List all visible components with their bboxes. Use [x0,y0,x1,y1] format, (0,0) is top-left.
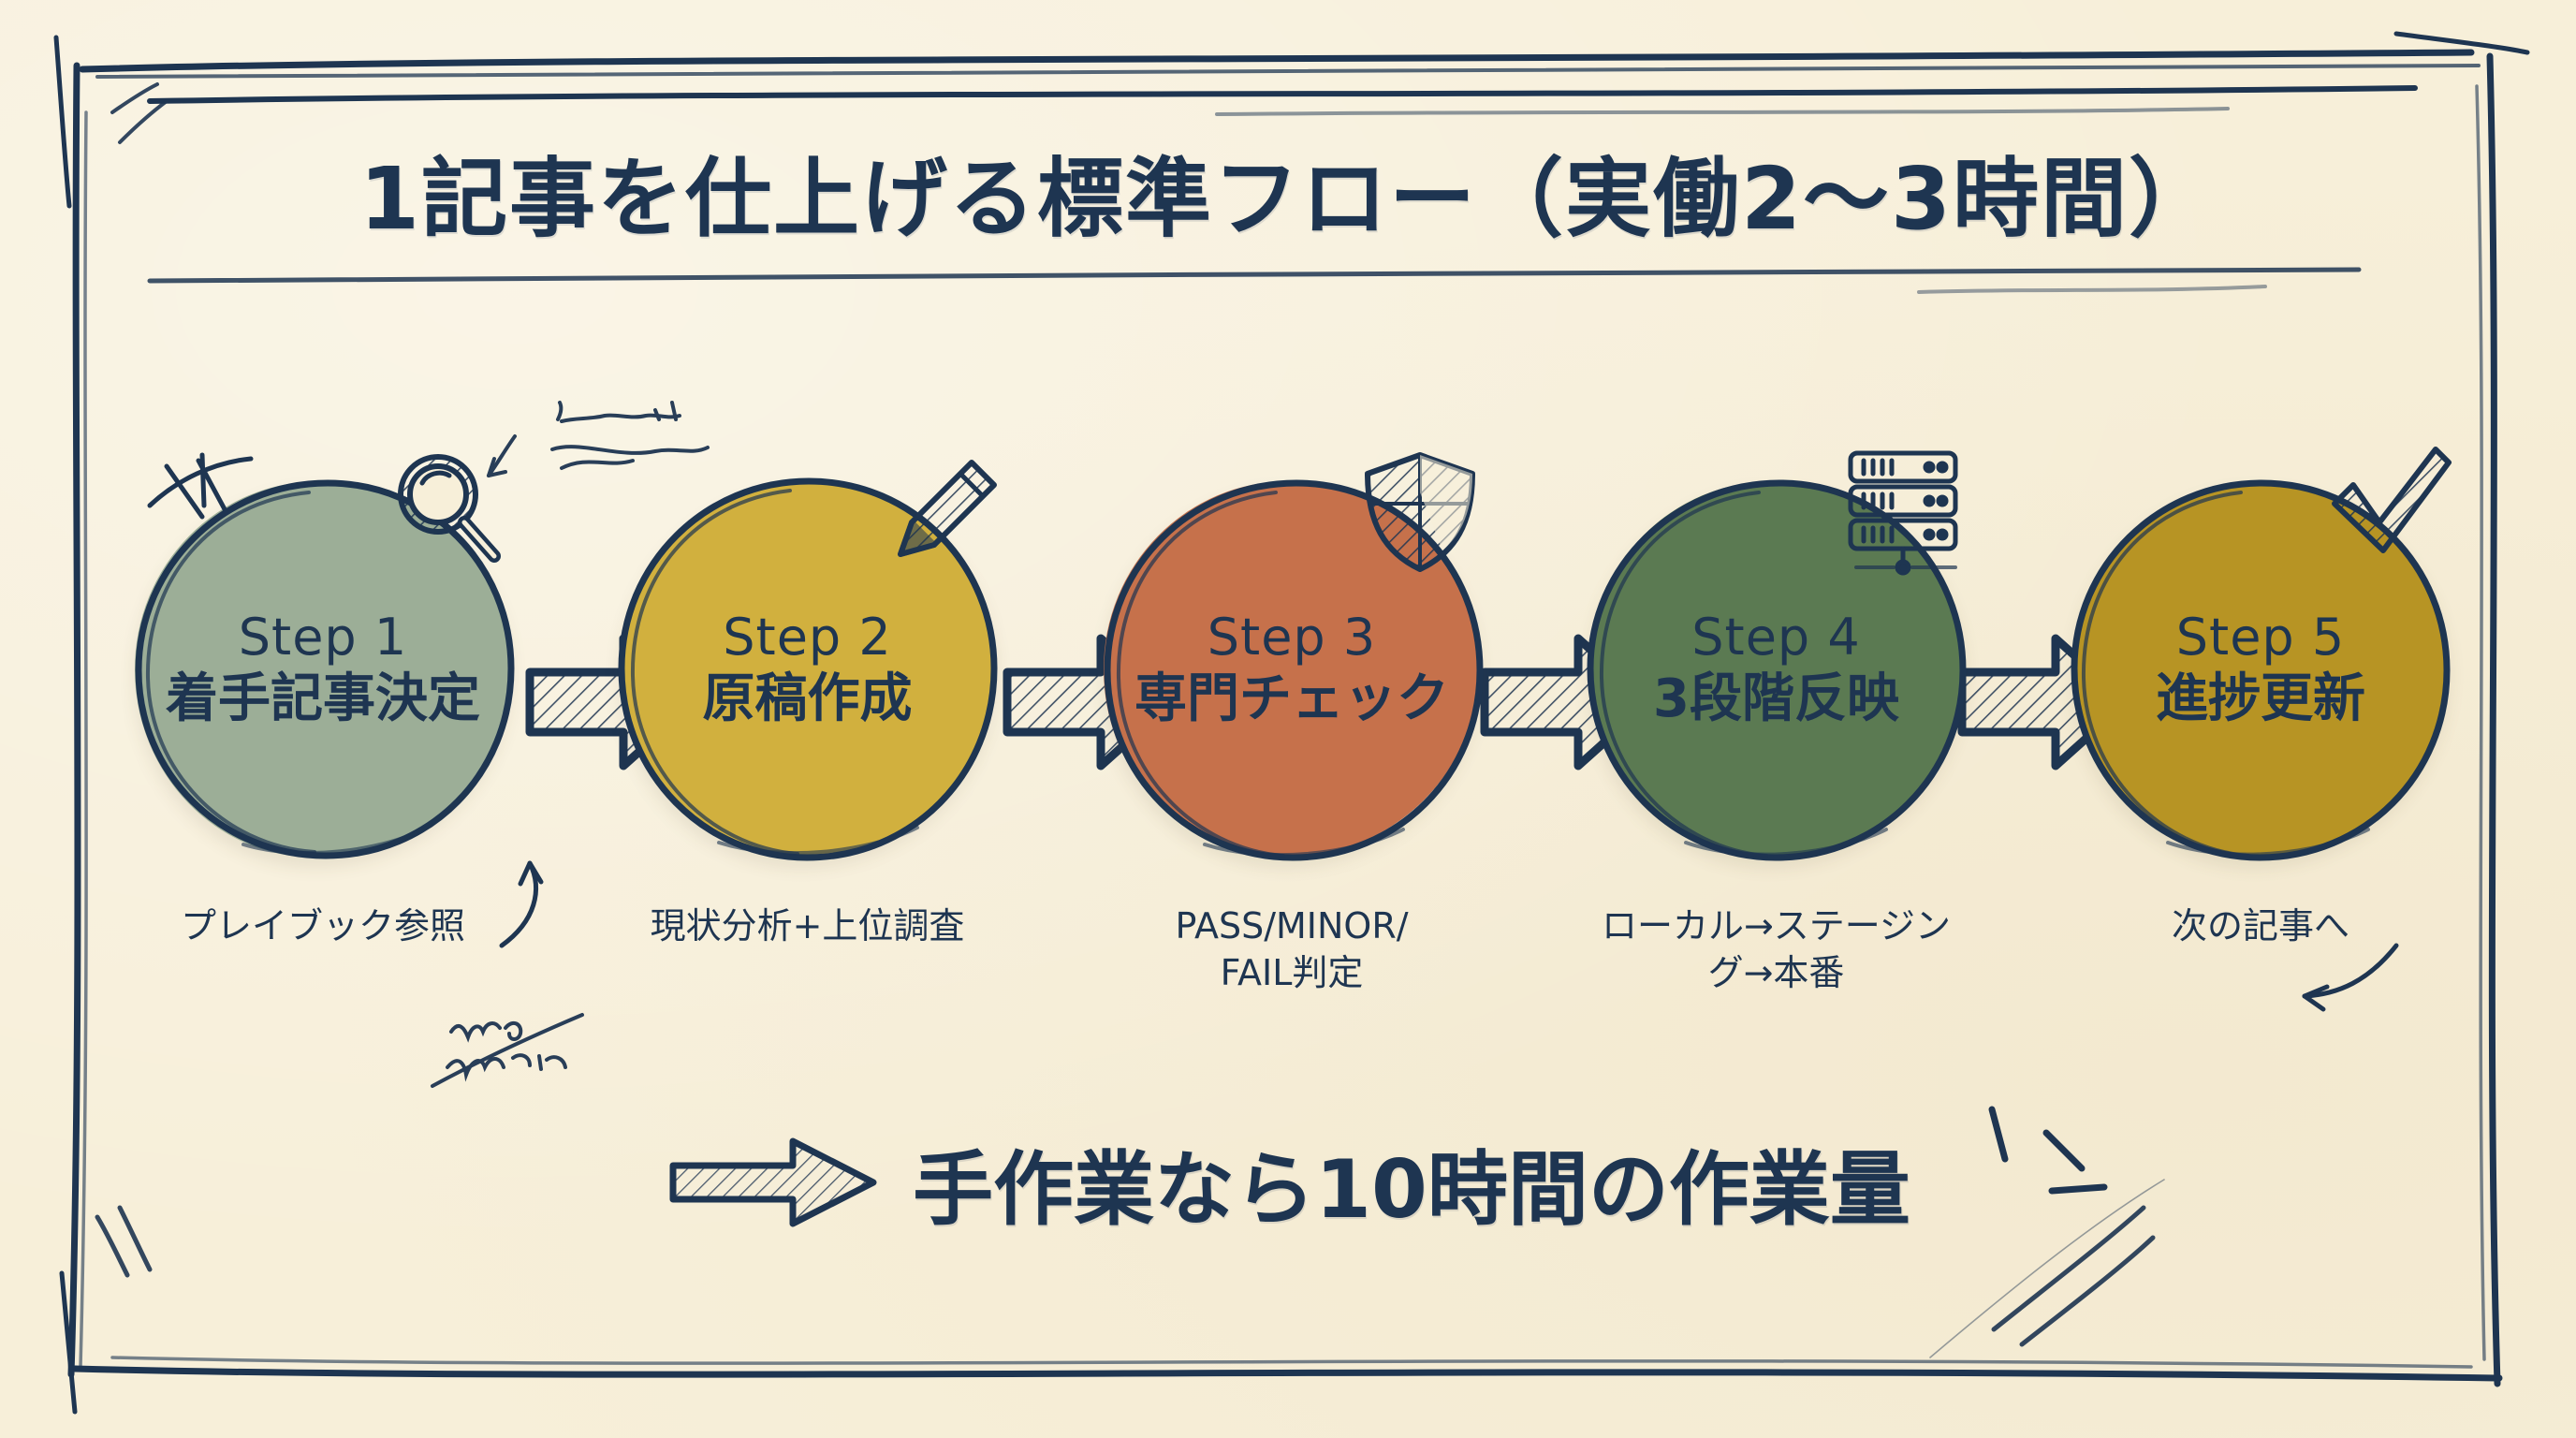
step-name-1: 着手記事決定 [166,668,480,729]
right-arrow-icon [669,1137,877,1226]
step-name-5: 進捗更新 [2156,668,2365,729]
footer-text: 手作業なら10時間の作業量 [913,1143,1910,1237]
step-name-4: 3段階反映 [1653,668,1899,729]
magnifier-icon [398,454,501,563]
step-number-4: Step 4 [1691,607,1861,667]
bubble-outline-2 [617,477,998,861]
step-number-1: Step 1 [238,607,408,667]
bubble-label-5: Step 5 進捗更新 [2059,468,2462,871]
step-card-4[interactable]: Step 4 3段階反映 [1557,450,1997,996]
step-bubble-5[interactable]: Step 5 進捗更新 [2059,447,2462,871]
step-number-2: Step 2 [723,607,892,667]
steps-row: Step 1 着手記事決定 プレイブック参照 [103,447,2481,1123]
pencil-icon [897,460,997,557]
step-card-2[interactable]: Step 2 原稿作成 現状分析+上位調査 [588,460,1028,949]
shield-icon [1365,452,1475,572]
bubble-label-2: Step 2 原稿作成 [607,468,1009,871]
bubble-outline-5 [2071,479,2451,861]
bubble-outline-1 [135,479,515,859]
step-card-3[interactable]: Step 3 専門チェック PASS/MINOR/ FAIL判定 [1072,452,1512,996]
step-name-2: 原稿作成 [702,668,913,729]
step-bubble-3[interactable]: Step 3 専門チェック [1090,452,1493,871]
bubble-label-1: Step 1 着手記事決定 [122,468,524,871]
step-name-3: 専門チェック [1134,668,1449,729]
footer-note: 手作業なら10時間の作業量 [0,1123,2576,1240]
step-bubble-2[interactable]: Step 2 原稿作成 [607,460,1009,871]
checkmark-icon [2332,447,2452,553]
step-card-5[interactable]: Step 5 進捗更新 次の記事へ [2041,447,2481,949]
page-title: 1記事を仕上げる標準フロー（実働2〜3時間） [359,149,2217,249]
step-caption-2: 現状分析+上位調査 [650,905,965,946]
step-caption-4: ローカル→ステージン グ→本番 [1601,905,1952,994]
step-caption-3: PASS/MINOR/ FAIL判定 [1175,905,1409,994]
server-icon [1848,450,1957,576]
bubble-label-3: Step 3 専門チェック [1090,468,1493,871]
step-bubble-1[interactable]: Step 1 着手記事決定 [122,454,524,871]
step-number-5: Step 5 [2175,607,2346,667]
step-bubble-4[interactable]: Step 4 3段階反映 [1575,450,1978,871]
step-number-3: Step 3 [1207,607,1377,667]
step-caption-1: プレイブック参照 [180,905,465,946]
bubble-outline-4 [1586,479,1967,861]
step-card-1[interactable]: Step 1 着手記事決定 プレイブック参照 [103,454,543,949]
bubble-outline-3 [1104,479,1484,861]
bubble-label-4: Step 4 3段階反映 [1575,468,1978,871]
step-caption-5: 次の記事へ [2171,905,2349,946]
